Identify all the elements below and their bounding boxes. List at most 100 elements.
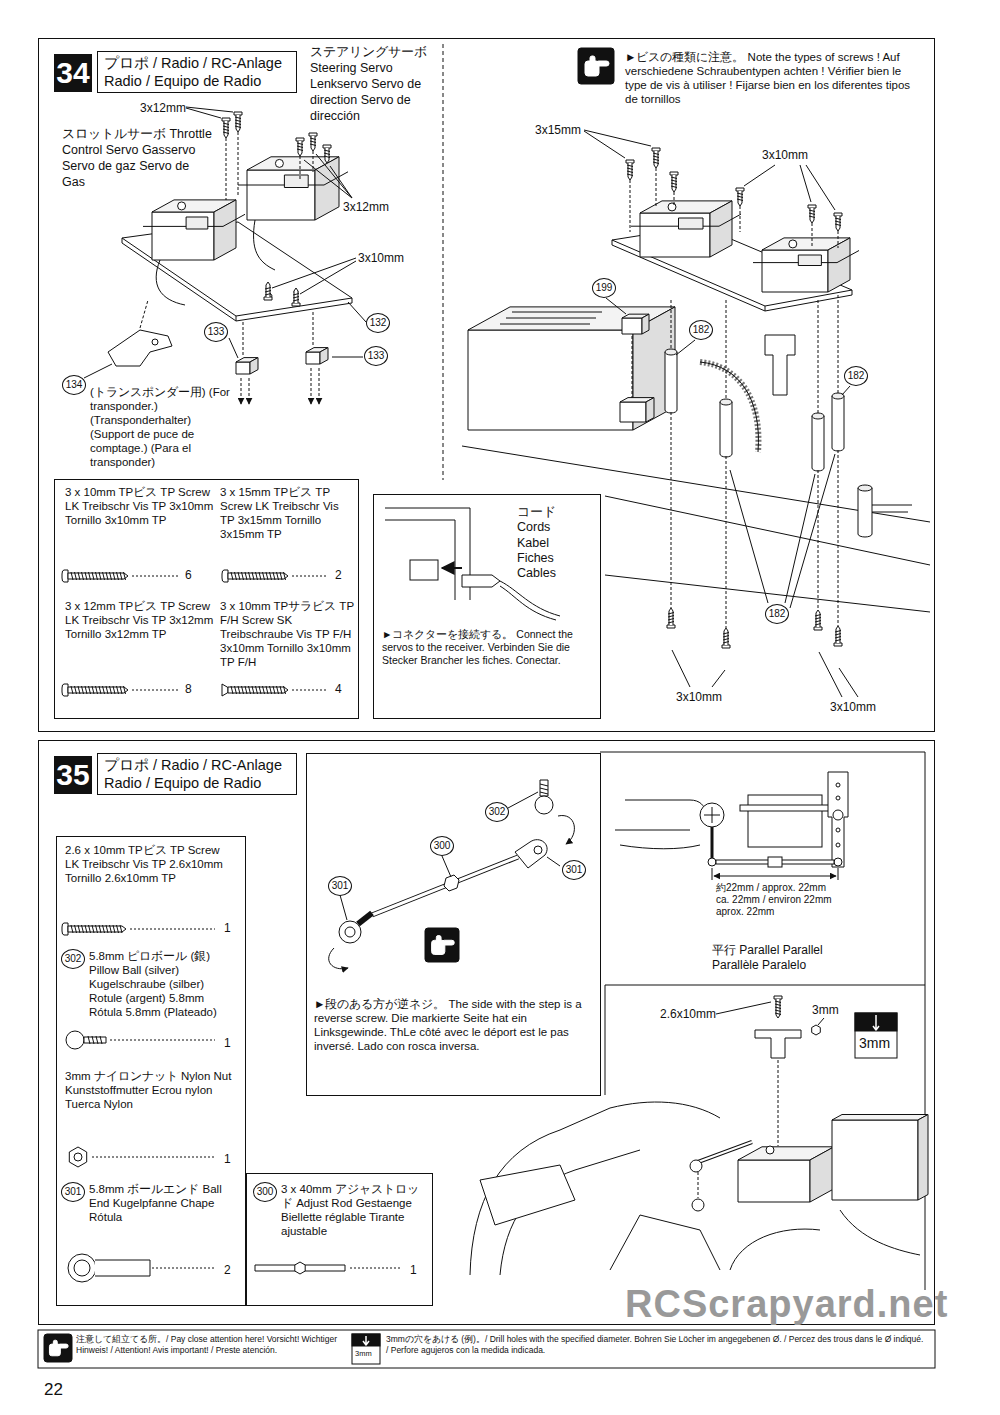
receiver-socket xyxy=(410,560,438,580)
dimension-tick xyxy=(838,868,839,880)
spacer xyxy=(858,488,872,537)
pillow-ball xyxy=(535,796,553,814)
servo-output xyxy=(275,159,283,167)
screw-head xyxy=(222,570,228,582)
screw-size: 3x10mm xyxy=(762,148,808,163)
part-description: 5.8mm ボールエンド Ball End Kugelpfanne Chape … xyxy=(89,1182,234,1224)
servo-cable xyxy=(500,586,556,620)
screw-head xyxy=(222,684,228,696)
receiver-ribs xyxy=(500,312,602,324)
screw-shaft xyxy=(669,608,673,625)
screw-head xyxy=(736,188,744,191)
screw-size: 3x10mm xyxy=(676,690,722,705)
screw-shaft xyxy=(816,610,820,627)
screw-head xyxy=(834,643,842,646)
horn-hole xyxy=(836,796,840,800)
adjust-rod xyxy=(372,857,518,915)
nut-size: 3mm xyxy=(812,1003,839,1018)
callout-number: 133 xyxy=(204,322,228,342)
part-count: 4 xyxy=(335,682,342,697)
screw-head xyxy=(774,996,782,999)
screw-thread xyxy=(809,210,815,218)
parts-list-box: 3 x 10mm TPビス TP Screw LK Treibschr Vis … xyxy=(54,479,359,719)
part-description: 3mm ナイロンナット Nylon Nut Kunststoffmutter E… xyxy=(65,1069,235,1111)
screw-head xyxy=(309,133,317,136)
screw-head xyxy=(234,112,242,115)
callout-number: 300 xyxy=(253,1182,277,1202)
receiver-corner xyxy=(385,508,470,600)
screw-thread xyxy=(293,294,299,302)
attention-thumb xyxy=(436,936,441,943)
screw-thread xyxy=(231,686,286,694)
pillow-ball-thread xyxy=(540,784,548,794)
drill-size: 3mm xyxy=(355,1349,372,1358)
knuckle-arm xyxy=(625,800,705,812)
receiver-box xyxy=(468,330,633,430)
separator-line xyxy=(443,44,444,480)
guide-line xyxy=(140,300,148,328)
transponder-holder xyxy=(108,330,172,366)
part-133 xyxy=(236,362,250,374)
screw-shaft xyxy=(836,626,840,643)
step-number-box: 34 xyxy=(54,54,92,92)
pivot xyxy=(708,858,716,866)
leader-line xyxy=(606,298,626,314)
connector-note-box: コード Cords Kabel Fiches Cables►コネクターを接続する… xyxy=(373,494,601,719)
screw-thread xyxy=(835,218,841,226)
drill-icon xyxy=(855,1013,897,1058)
leader-line xyxy=(819,652,842,697)
legend-entry: 注意して組立てる所。/ Pay close attention here! Vo… xyxy=(76,1334,346,1356)
screw-size: 3x10mm xyxy=(830,700,876,715)
spacer xyxy=(812,416,824,471)
servo-body xyxy=(640,213,710,257)
count-leader xyxy=(130,929,215,930)
guide-line xyxy=(838,231,839,248)
guide-arrow xyxy=(319,368,320,404)
step-number-box: 35 xyxy=(54,756,92,794)
guide-line xyxy=(818,470,819,610)
screw-shaft xyxy=(68,573,128,579)
guide-line xyxy=(778,1060,779,1146)
attention-thumb xyxy=(590,56,595,63)
leader-line xyxy=(340,895,347,920)
guide-line xyxy=(838,450,839,626)
count-leader xyxy=(92,1157,215,1158)
guide-line xyxy=(632,336,633,398)
servo-wire xyxy=(156,260,185,305)
leader-line xyxy=(672,650,690,687)
attention-icon xyxy=(44,1334,72,1362)
screw-thread xyxy=(235,117,241,128)
chassis-line xyxy=(470,1102,720,1275)
part-count: 6 xyxy=(185,568,192,583)
ball-end-socket xyxy=(74,1260,90,1276)
callout-number: 133 xyxy=(364,346,388,366)
part-description: 3 x 15mm TPビス TP Screw LK Treibschr Vis … xyxy=(220,485,355,541)
screw-head xyxy=(808,205,816,208)
screw-shaft xyxy=(298,141,302,156)
part-count: 2 xyxy=(335,568,342,583)
adjust-rod xyxy=(698,1142,752,1162)
instruction-note: 平行 Parallel Parallel Parallèle Paralelo xyxy=(712,943,872,973)
drill-icon-top xyxy=(855,1013,897,1031)
leader-line xyxy=(584,130,651,146)
ball-end xyxy=(690,1160,702,1172)
ball-end xyxy=(515,840,547,868)
screw-shaft xyxy=(236,115,240,132)
screw-size: 3x12mm xyxy=(140,101,186,116)
leader-line xyxy=(716,1002,771,1014)
part-count: 1 xyxy=(410,1263,417,1278)
pillow-ball-thread xyxy=(84,1037,106,1043)
guide-line xyxy=(656,168,657,206)
servo-body xyxy=(810,1147,834,1202)
servo-output xyxy=(178,202,186,210)
guide-line xyxy=(740,206,741,232)
leader-line xyxy=(676,340,695,355)
part-133 xyxy=(306,352,320,364)
detail-box: 302300301301►段のある方が逆ネジ。 The side with th… xyxy=(306,753,601,1096)
screw-thread xyxy=(71,686,126,694)
adjust-rod-hex xyxy=(295,1262,305,1274)
screw-shaft xyxy=(266,282,270,297)
spacer-top xyxy=(832,393,844,399)
screw-head xyxy=(62,923,68,935)
part-199 xyxy=(622,318,642,334)
